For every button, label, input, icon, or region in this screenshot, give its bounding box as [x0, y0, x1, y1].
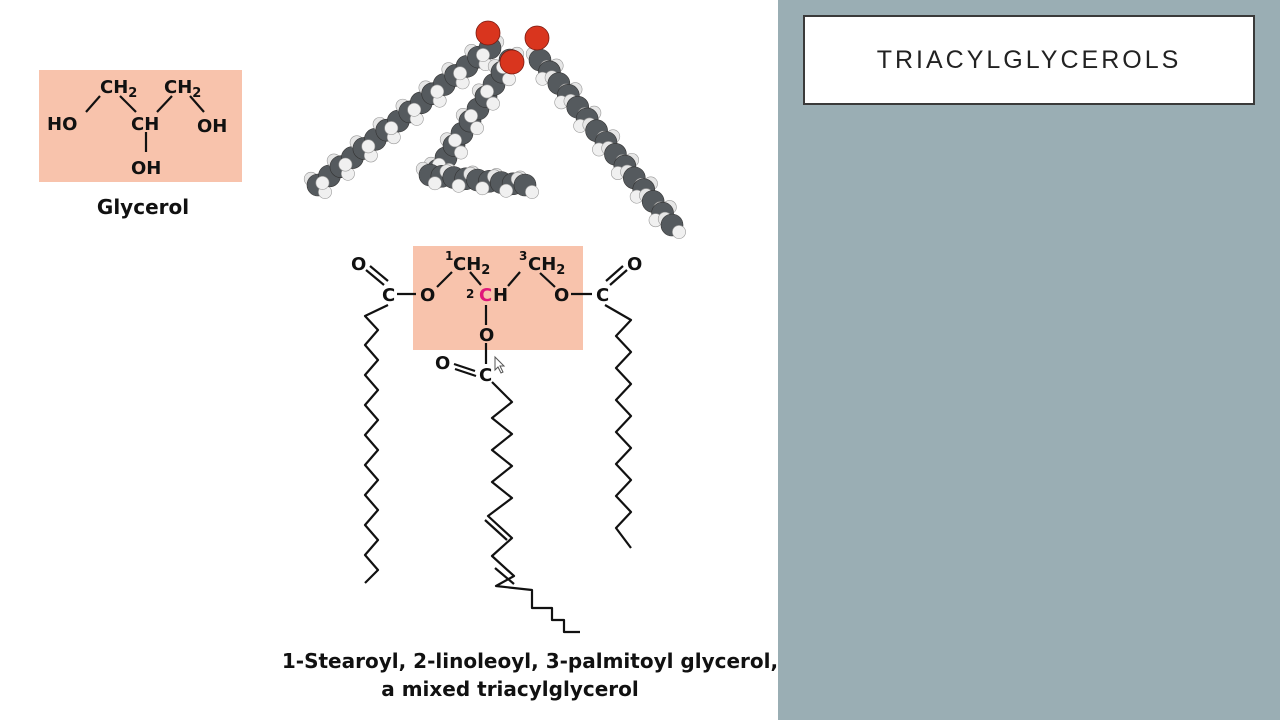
carbonyl-carbon-right: C: [596, 285, 609, 306]
glycerol-ho-left: HO: [47, 114, 77, 135]
triacylglycerol-caption-line2: a mixed triacylglycerol: [381, 677, 639, 701]
ester-oxygen-left: O: [420, 285, 435, 306]
carbonyl-carbon-middle: C: [479, 365, 492, 386]
glycerol-ch2-right: CH2: [164, 77, 201, 101]
glycerol-caption: Glycerol: [97, 195, 189, 219]
triacylglycerol-caption-line1: 1-Stearoyl, 2-linoleoyl, 3-palmitoyl gly…: [281, 649, 779, 673]
glycerol-oh-right: OH: [197, 116, 227, 137]
ch2-position-1: CH2: [453, 254, 490, 278]
glycerol-structure: [85, 95, 205, 152]
ch2-position-3: CH2: [528, 254, 565, 278]
glycerol-highlight: [39, 70, 242, 182]
title-box: TRIACYLGLYCEROLS: [803, 15, 1255, 105]
position-2-label: 2: [466, 287, 474, 301]
carbonyl-oxygen-middle: O: [435, 353, 450, 374]
mouse-cursor-icon: [494, 355, 506, 374]
chemistry-figure: CH2 CH2 CH HO OH OH Glycerol 1 CH2 3 CH2: [47, 20, 686, 634]
carbonyl-carbon-left: C: [382, 285, 395, 306]
position-3-label: 3: [519, 249, 527, 263]
slide-title: TRIACYLGLYCEROLS: [876, 45, 1182, 74]
ch-hydrogen: H: [493, 285, 508, 306]
position-1-label: 1: [445, 249, 453, 263]
glycerol-ch: CH: [131, 114, 159, 135]
space-filling-molecule-model: [303, 20, 686, 239]
ester-oxygen-right: O: [554, 285, 569, 306]
ester-oxygen-middle: O: [479, 325, 494, 346]
carbonyl-oxygen-right: O: [627, 254, 642, 275]
carbonyl-oxygen-left: O: [351, 254, 366, 275]
glycerol-ch2-left: CH2: [100, 77, 137, 101]
triacylglycerol-bonds: [363, 265, 633, 634]
chiral-carbon: C: [479, 285, 492, 306]
glycerol-backbone-highlight: [413, 246, 583, 350]
glycerol-oh-bottom: OH: [131, 158, 161, 179]
slide-side-panel: [778, 0, 1280, 720]
